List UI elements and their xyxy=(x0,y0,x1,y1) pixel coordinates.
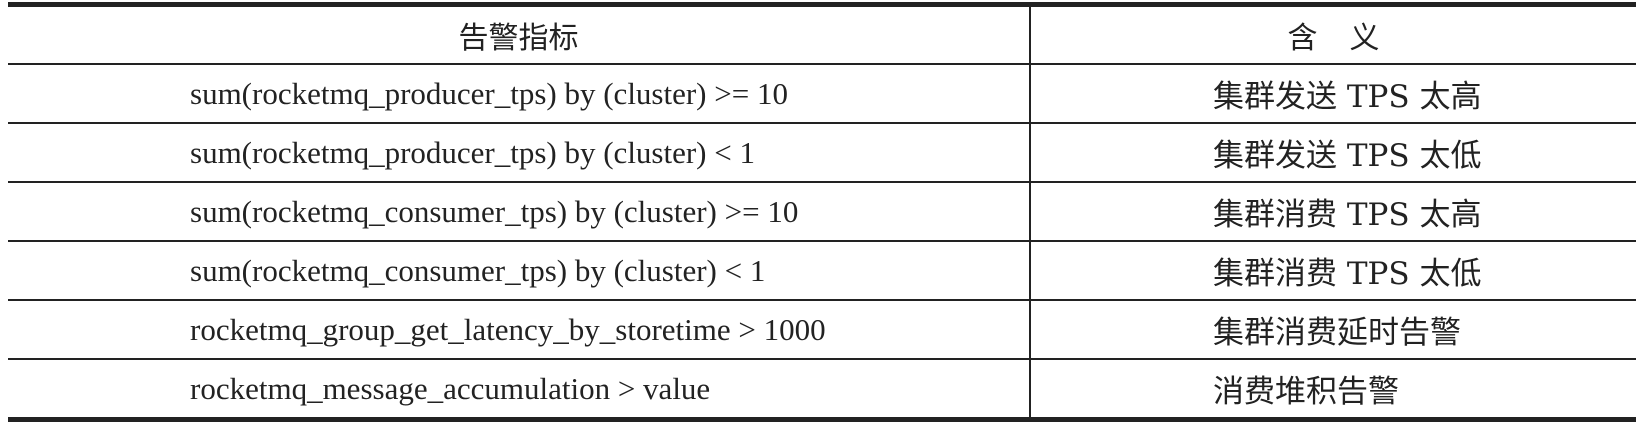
metric-cell: sum(rocketmq_consumer_tps) by (cluster) … xyxy=(8,241,1031,301)
meaning-cell: 集群消费 TPS 太高 xyxy=(1030,182,1636,242)
alert-metrics-table: 告警指标 含义 sum(rocketmq_producer_tps) by (c… xyxy=(8,2,1636,422)
table-row: sum(rocketmq_consumer_tps) by (cluster) … xyxy=(8,182,1636,242)
header-alert-metric: 告警指标 xyxy=(8,4,1031,65)
table-row: sum(rocketmq_consumer_tps) by (cluster) … xyxy=(8,241,1636,301)
header-meaning: 含义 xyxy=(1030,4,1636,65)
metric-cell: sum(rocketmq_producer_tps) by (cluster) … xyxy=(8,64,1031,124)
table-header-row: 告警指标 含义 xyxy=(8,4,1636,65)
meaning-cell: 集群发送 TPS 太高 xyxy=(1030,64,1636,124)
table-row: rocketmq_message_accumulation > value 消费… xyxy=(8,359,1636,420)
table-row: rocketmq_group_get_latency_by_storetime … xyxy=(8,300,1636,360)
metric-cell: rocketmq_group_get_latency_by_storetime … xyxy=(8,300,1031,360)
meaning-cell: 集群发送 TPS 太低 xyxy=(1030,123,1636,183)
meaning-cell: 消费堆积告警 xyxy=(1213,374,1399,410)
metric-cell: sum(rocketmq_producer_tps) by (cluster) … xyxy=(8,123,1031,183)
meaning-cell: 集群消费延时告警 xyxy=(1030,300,1636,360)
table-row: sum(rocketmq_producer_tps) by (cluster) … xyxy=(8,123,1636,183)
metric-cell: sum(rocketmq_consumer_tps) by (cluster) … xyxy=(8,182,1031,242)
table-row: sum(rocketmq_producer_tps) by (cluster) … xyxy=(8,64,1636,124)
metric-cell: rocketmq_message_accumulation > value xyxy=(8,359,1031,420)
meaning-cell: 集群消费 TPS 太低 xyxy=(1030,241,1636,301)
